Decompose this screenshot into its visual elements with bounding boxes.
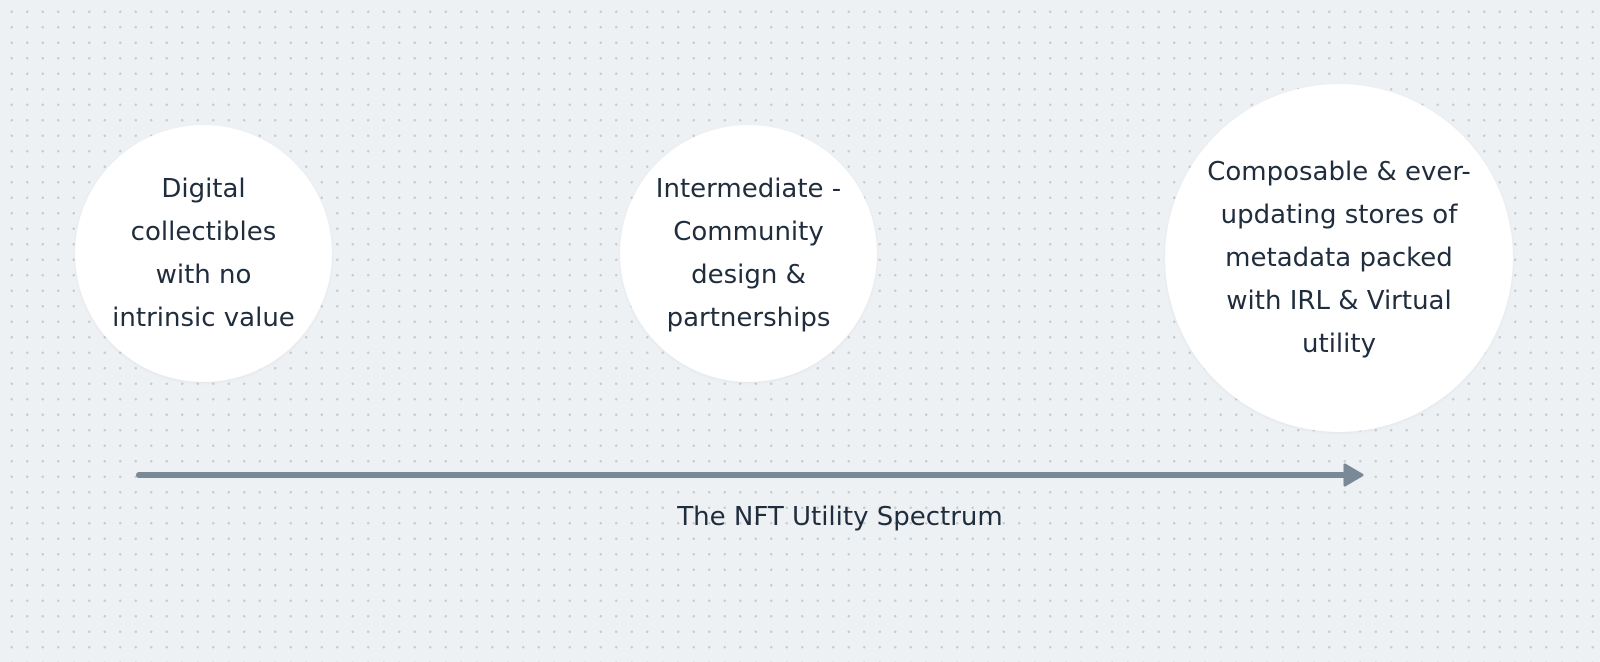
- arrow-head-icon: [1343, 463, 1364, 487]
- node-label: Composable & ever- updating stores of me…: [1207, 156, 1471, 359]
- spectrum-node-intermediate: Intermediate - Community design & partne…: [620, 125, 877, 382]
- spectrum-node-high: Composable & ever- updating stores of me…: [1165, 84, 1513, 432]
- node-label: Intermediate - Community design & partne…: [655, 173, 842, 333]
- spectrum-node-low: Digital collectibles with no intrinsic v…: [75, 125, 332, 382]
- diagram-caption: The NFT Utility Spectrum: [677, 502, 1003, 532]
- node-label: Digital collectibles with no intrinsic v…: [112, 173, 295, 333]
